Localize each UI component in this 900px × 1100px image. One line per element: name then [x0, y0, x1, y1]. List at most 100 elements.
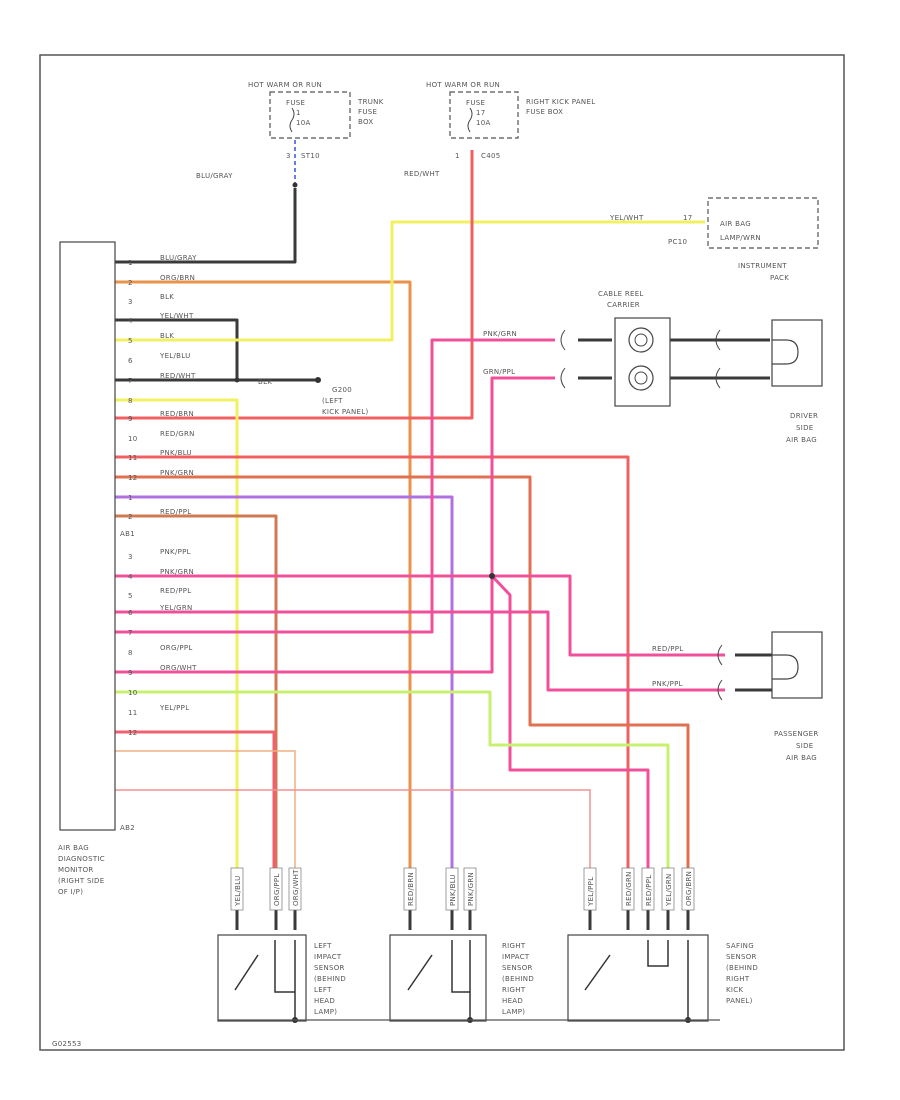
footer-code: G02553 [52, 1040, 82, 1048]
ground-g200: BLK G200 (LEFT KICK PANEL) [234, 377, 369, 416]
driver-airbag-squib [772, 339, 799, 365]
right-impact-sensor: RIGHT IMPACT SENSOR (BEHIND RIGHT HEAD L… [389, 934, 534, 1023]
pin-wire-label: RED/PPL [160, 587, 191, 595]
right-sensor-label-6: HEAD [502, 997, 523, 1005]
ground-wire: BLK [258, 378, 272, 386]
sensor-wire-label: PNK/BLU [449, 874, 457, 906]
module-label-4: (RIGHT SIDE [58, 877, 104, 885]
pass-label-2: SIDE [796, 742, 814, 750]
left-sensor-switch [234, 940, 296, 1020]
pin-number: 10 [128, 689, 138, 697]
pin-number: 12 [128, 729, 138, 737]
sensor-wire-label: YEL/PPL [587, 877, 595, 907]
instrument-pin: 17 [683, 214, 693, 222]
fuse-trunk-loc-2: FUSE [358, 108, 377, 116]
safing-label-2: SENSOR [726, 953, 757, 961]
fuse-trunk-num: 1 [296, 109, 301, 117]
safing-sensor: SAFING SENSOR (BEHIND RIGHT KICK PANEL) [567, 934, 758, 1023]
pin-wire-label: ORG/BRN [160, 274, 195, 282]
pin-wire-label: BLK [160, 293, 174, 301]
pass-wire-bot: PNK/PPL [652, 680, 683, 688]
left-sensor-label-6: HEAD [314, 997, 335, 1005]
pass-label-3: AIR BAG [786, 754, 817, 762]
fuse-trunk-box: HOT WARM OR RUN FUSE 1 10A TRUNK FUSE BO… [196, 81, 383, 188]
sensor-wire-label: ORG/PPL [273, 873, 281, 906]
fuse-trunk-pin: 3 [286, 152, 291, 160]
pin-number: 4 [128, 573, 133, 581]
vertical-wire-labels: YEL/BLU ORG/PPL ORG/WHT RED/BRN PNK/BLU … [230, 867, 695, 911]
wire-pnk-ppl-pass [115, 610, 725, 692]
pin-number: 5 [128, 592, 133, 600]
pin-number: 11 [128, 709, 138, 717]
module-label-1: AIR BAG [58, 844, 89, 852]
pin-wire-label: RED/PPL [160, 508, 191, 516]
driver-label-1: DRIVER [790, 412, 818, 420]
safing-label-5: KICK [726, 986, 743, 994]
pass-label-1: PASSENGER [774, 730, 819, 738]
left-sensor-label-1: LEFT [314, 942, 332, 950]
pass-wire-top: RED/PPL [652, 645, 683, 653]
ground-label-2: KICK PANEL) [322, 408, 369, 416]
fuse-kick-amps: 10A [476, 119, 491, 127]
wires-layer [115, 140, 772, 930]
fuse-kick-symbol [467, 107, 473, 133]
pin-number: 3 [128, 298, 133, 306]
connector-symbol [560, 329, 721, 389]
safing-label-1: SAFING [726, 942, 754, 950]
sensor-wire-label: ORG/WHT [292, 869, 300, 906]
wire-red-wht-feed [115, 150, 474, 420]
pin-number: 6 [128, 357, 133, 365]
splice-dot [489, 573, 495, 579]
module-label-5: OF I/P) [58, 888, 83, 896]
pin-number: 2 [128, 513, 133, 521]
instrument-pack: YEL/WHT 17 PC10 AIR BAG LAMP/WRN INSTRUM… [609, 197, 819, 282]
instrument-label-2: PACK [770, 274, 789, 282]
wire-yel-wht-instrument [115, 220, 705, 342]
wire-pnk-grn-driver [115, 338, 555, 634]
driver-wire-top: PNK/GRN [483, 330, 517, 338]
pin-wire-label: BLU/GRAY [160, 254, 197, 262]
driver-wire-bot: GRN/PPL [483, 368, 515, 376]
pin-number: 3 [128, 553, 133, 561]
wire-red-ppl-safing [490, 574, 650, 868]
left-sensor-label-3: SENSOR [314, 964, 345, 972]
fuse-trunk-wire: BLU/GRAY [196, 172, 233, 180]
fuse-trunk-outline [269, 91, 351, 139]
safing-label-3: (BEHIND [726, 964, 758, 972]
wire-pnk-blu [115, 495, 454, 868]
safing-sensor-switch [584, 940, 689, 1020]
driver-airbag-body [771, 319, 823, 387]
cable-reel-label-2: CARRIER [607, 301, 640, 309]
fuse-kick-loc-2: FUSE BOX [526, 108, 563, 116]
cable-reel-coil-top [628, 327, 654, 353]
pin-wire-label: PNK/GRN [160, 568, 194, 576]
ground-label-1: (LEFT [322, 397, 343, 405]
pin-number: 5 [128, 337, 133, 345]
pin-number: 7 [128, 629, 133, 637]
fuse-kick-wire: RED/WHT [404, 170, 440, 178]
ground-symbol [315, 377, 321, 383]
pin-wire-label: BLK [160, 332, 174, 340]
pin-number: 11 [128, 454, 138, 462]
wire-red-grn [115, 475, 690, 868]
sensor-connector-block-safing [583, 867, 695, 911]
driver-airbag: PNK/GRN GRN/PPL DRIVER SIDE AIR BAG [483, 319, 823, 444]
left-sensor-label-5: LEFT [314, 986, 332, 994]
passenger-airbag: RED/PPL PNK/PPL PASSENGER SIDE AIR BAG [652, 631, 823, 762]
pin-wire-label: RED/BRN [160, 410, 194, 418]
fuse-kick-loc-1: RIGHT KICK PANEL [526, 98, 595, 106]
fuse-kick-outline [449, 91, 519, 139]
instrument-lamp-1: AIR BAG [720, 220, 751, 228]
pin-wire-label: YEL/PPL [159, 704, 189, 712]
sensor-wire-label: YEL/GRN [665, 873, 673, 907]
left-impact-sensor: LEFT IMPACT SENSOR (BEHIND LEFT HEAD LAM… [217, 934, 346, 1023]
wire-red-ppl-driver [115, 376, 555, 674]
safing-label-6: PANEL) [726, 997, 753, 1005]
wire-blk-pin3 [115, 318, 239, 380]
pin-wire-label: PNK/BLU [160, 449, 192, 457]
instrument-wire: YEL/WHT [609, 214, 644, 222]
pin-number: 2 [128, 279, 133, 287]
sensor-wire-label: RED/PPL [645, 875, 653, 906]
left-sensor-label-7: LAMP) [314, 1008, 337, 1016]
connector-symbol [717, 644, 723, 701]
